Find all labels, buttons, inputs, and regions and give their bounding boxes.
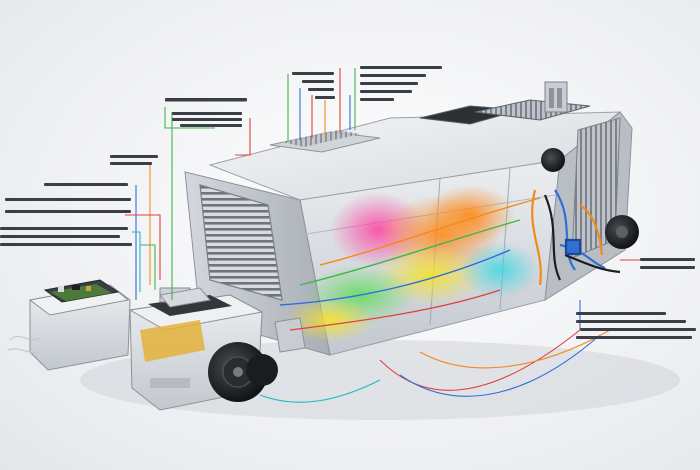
leader-line (132, 231, 141, 292)
leader-line (125, 214, 161, 280)
leader-line (235, 118, 251, 156)
callout-labels (0, 66, 696, 339)
thermal-glow (285, 185, 540, 342)
leader-line (289, 289, 501, 331)
leader-line (259, 379, 381, 403)
callout-label-right-2 (576, 312, 696, 339)
circuit-board-icon (50, 284, 112, 301)
callout-label-left-4 (0, 227, 132, 246)
callout-label-top-center (292, 72, 335, 99)
front-motor-icon (208, 342, 278, 402)
connector-block (159, 287, 306, 353)
leader-line (379, 329, 581, 391)
callout-label-left-1 (110, 155, 158, 165)
callout-label-top-right (360, 66, 442, 101)
cable-bundle-icon (531, 189, 621, 286)
left-cables (7, 335, 46, 354)
leader-line (299, 219, 521, 286)
callout-label-left-2 (44, 183, 128, 186)
leader-line (399, 334, 601, 397)
fan-grille-icon (199, 184, 283, 301)
leader-line (279, 249, 511, 306)
leader-line (110, 162, 151, 285)
leader-line (140, 244, 156, 290)
motor-icon (541, 148, 639, 249)
leader-line (164, 107, 215, 129)
leader-line (319, 197, 541, 266)
leader-line (419, 329, 611, 369)
callout-label-left-3 (5, 198, 131, 213)
callout-label-right-1 (640, 258, 695, 269)
heatsink-icon (269, 81, 591, 153)
callout-label-top-left (165, 98, 247, 127)
